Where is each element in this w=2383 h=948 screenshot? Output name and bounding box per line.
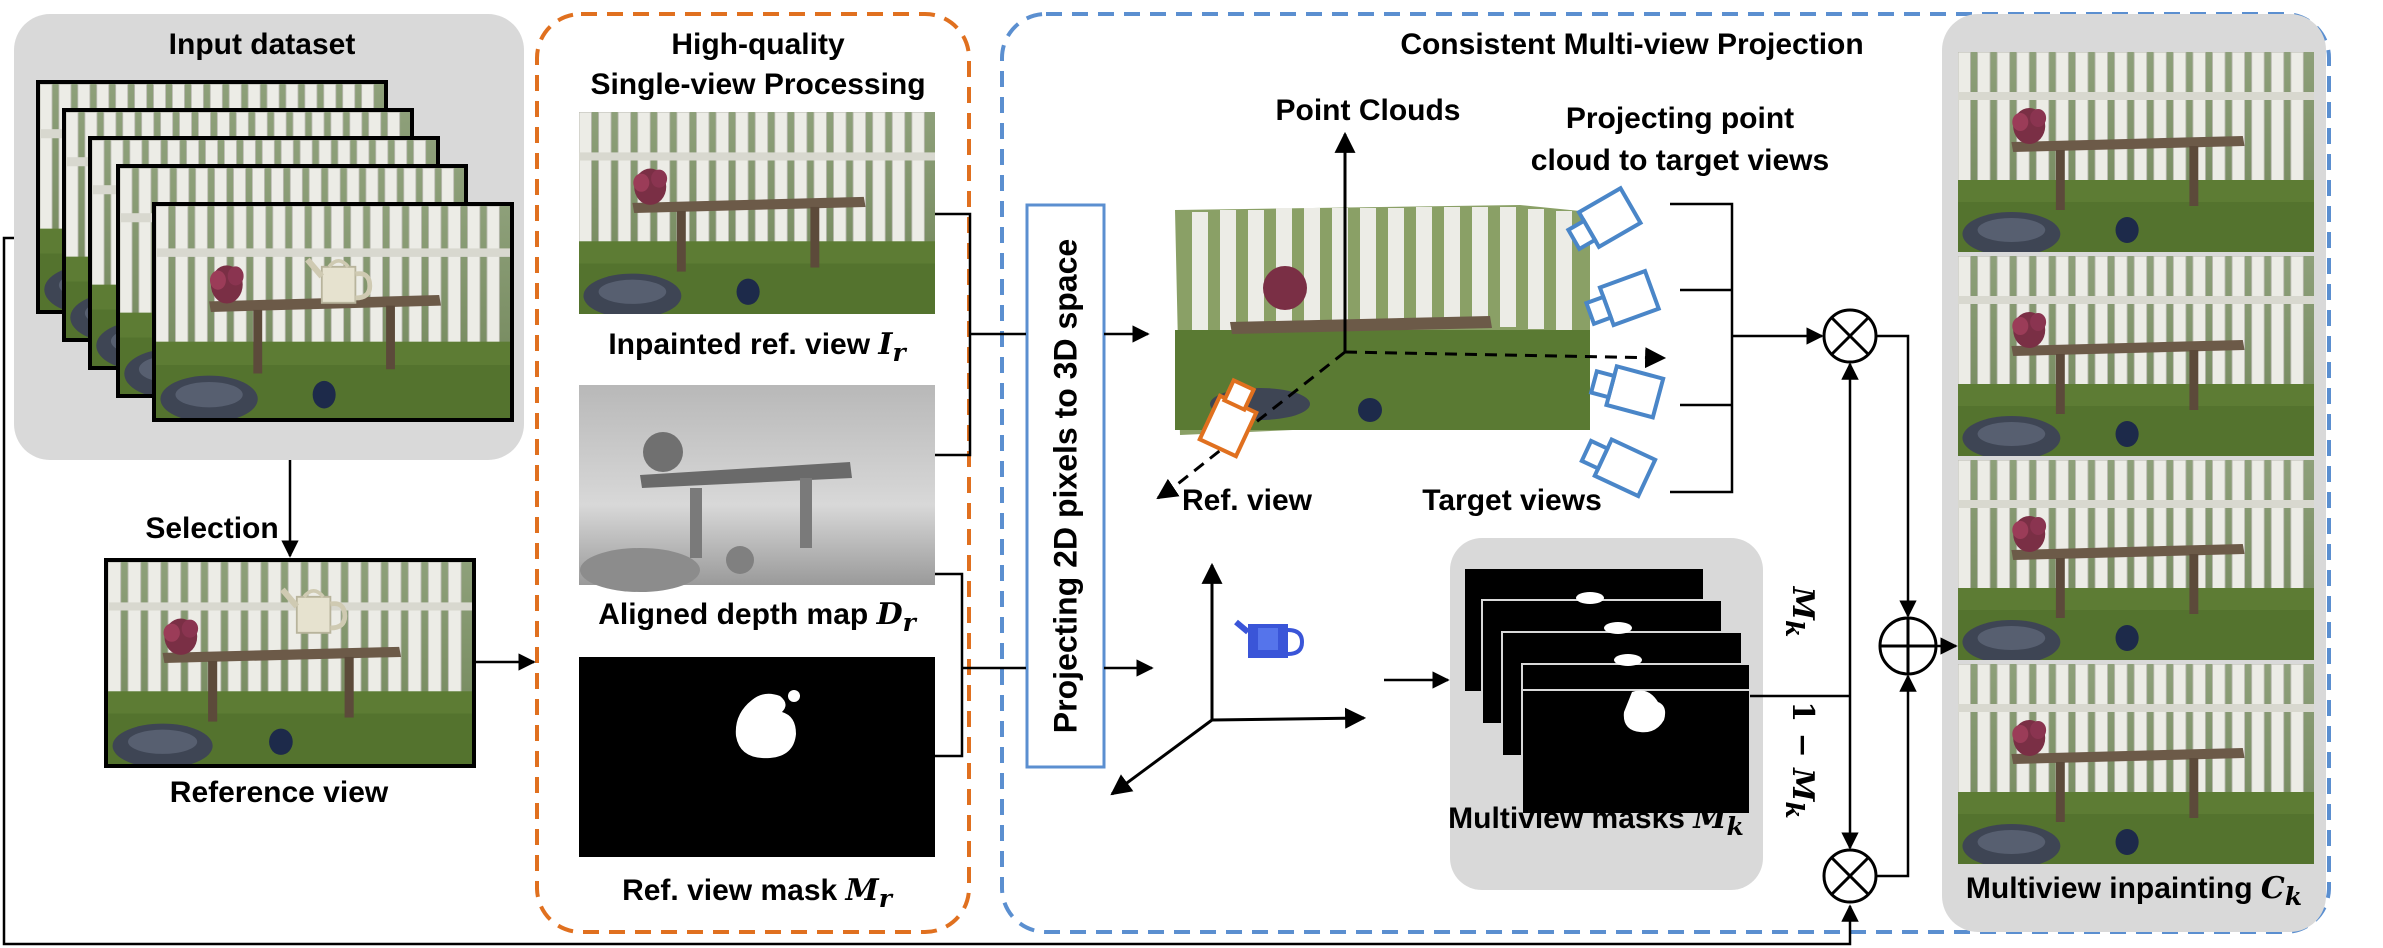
input-image-stack [36, 80, 514, 422]
inpainted-ref-view-image [579, 112, 935, 314]
multi-view-projection-title: Consistent Multi-view Projection [1400, 28, 1864, 61]
point-clouds-label: Point Clouds [1275, 94, 1461, 127]
ref-camera-icon [1197, 377, 1259, 459]
single-view-title-line2: Single-view Processing [590, 68, 926, 101]
output-views [1958, 52, 2314, 864]
ref-view-mask-label: Ref. view mask Mr [622, 873, 892, 913]
aligned-depth-map-label: Aligned depth map Dr [598, 597, 916, 637]
aligned-depth-map-image [579, 385, 935, 592]
multi-view-projection-panel [1000, 12, 2331, 934]
target-camera-icons [1565, 185, 1666, 499]
lift-to-3d-label: Projecting 2D pixels to 3D space [1047, 238, 1084, 734]
projecting-label-line2: cloud to target views [1530, 144, 1830, 177]
mk-label: Mk [1780, 586, 1820, 638]
selection-label: Selection [145, 512, 279, 545]
single-view-title-line1: High-quality [671, 28, 845, 61]
masked-object-points [1234, 619, 1305, 658]
add-operator [1878, 616, 1938, 676]
ref-view-mask-image [579, 657, 935, 857]
target-views-label: Target views [1422, 484, 1602, 517]
reference-view-label: Reference view [169, 776, 389, 809]
multiply-operator-top [1822, 308, 1878, 364]
reference-view-image [104, 558, 476, 768]
ref-view-label: Ref. view [1181, 484, 1313, 517]
multiview-inpainting-label: Multiview inpainting Ck [1965, 871, 2303, 911]
multiply-operator-bottom [1822, 848, 1878, 904]
projecting-label-line1: Projecting point [1565, 102, 1795, 135]
multiview-masks-label: Multiview masks Mk [1448, 801, 1744, 841]
single-view-panel [535, 12, 971, 934]
input-dataset-title: Input dataset [168, 28, 356, 61]
lift-to-3d-box [1025, 203, 1106, 769]
inpainted-ref-view-label: Inpainted ref. view Ir [608, 327, 906, 367]
one-minus-mk-label: 1 − Mk [1780, 701, 1820, 819]
